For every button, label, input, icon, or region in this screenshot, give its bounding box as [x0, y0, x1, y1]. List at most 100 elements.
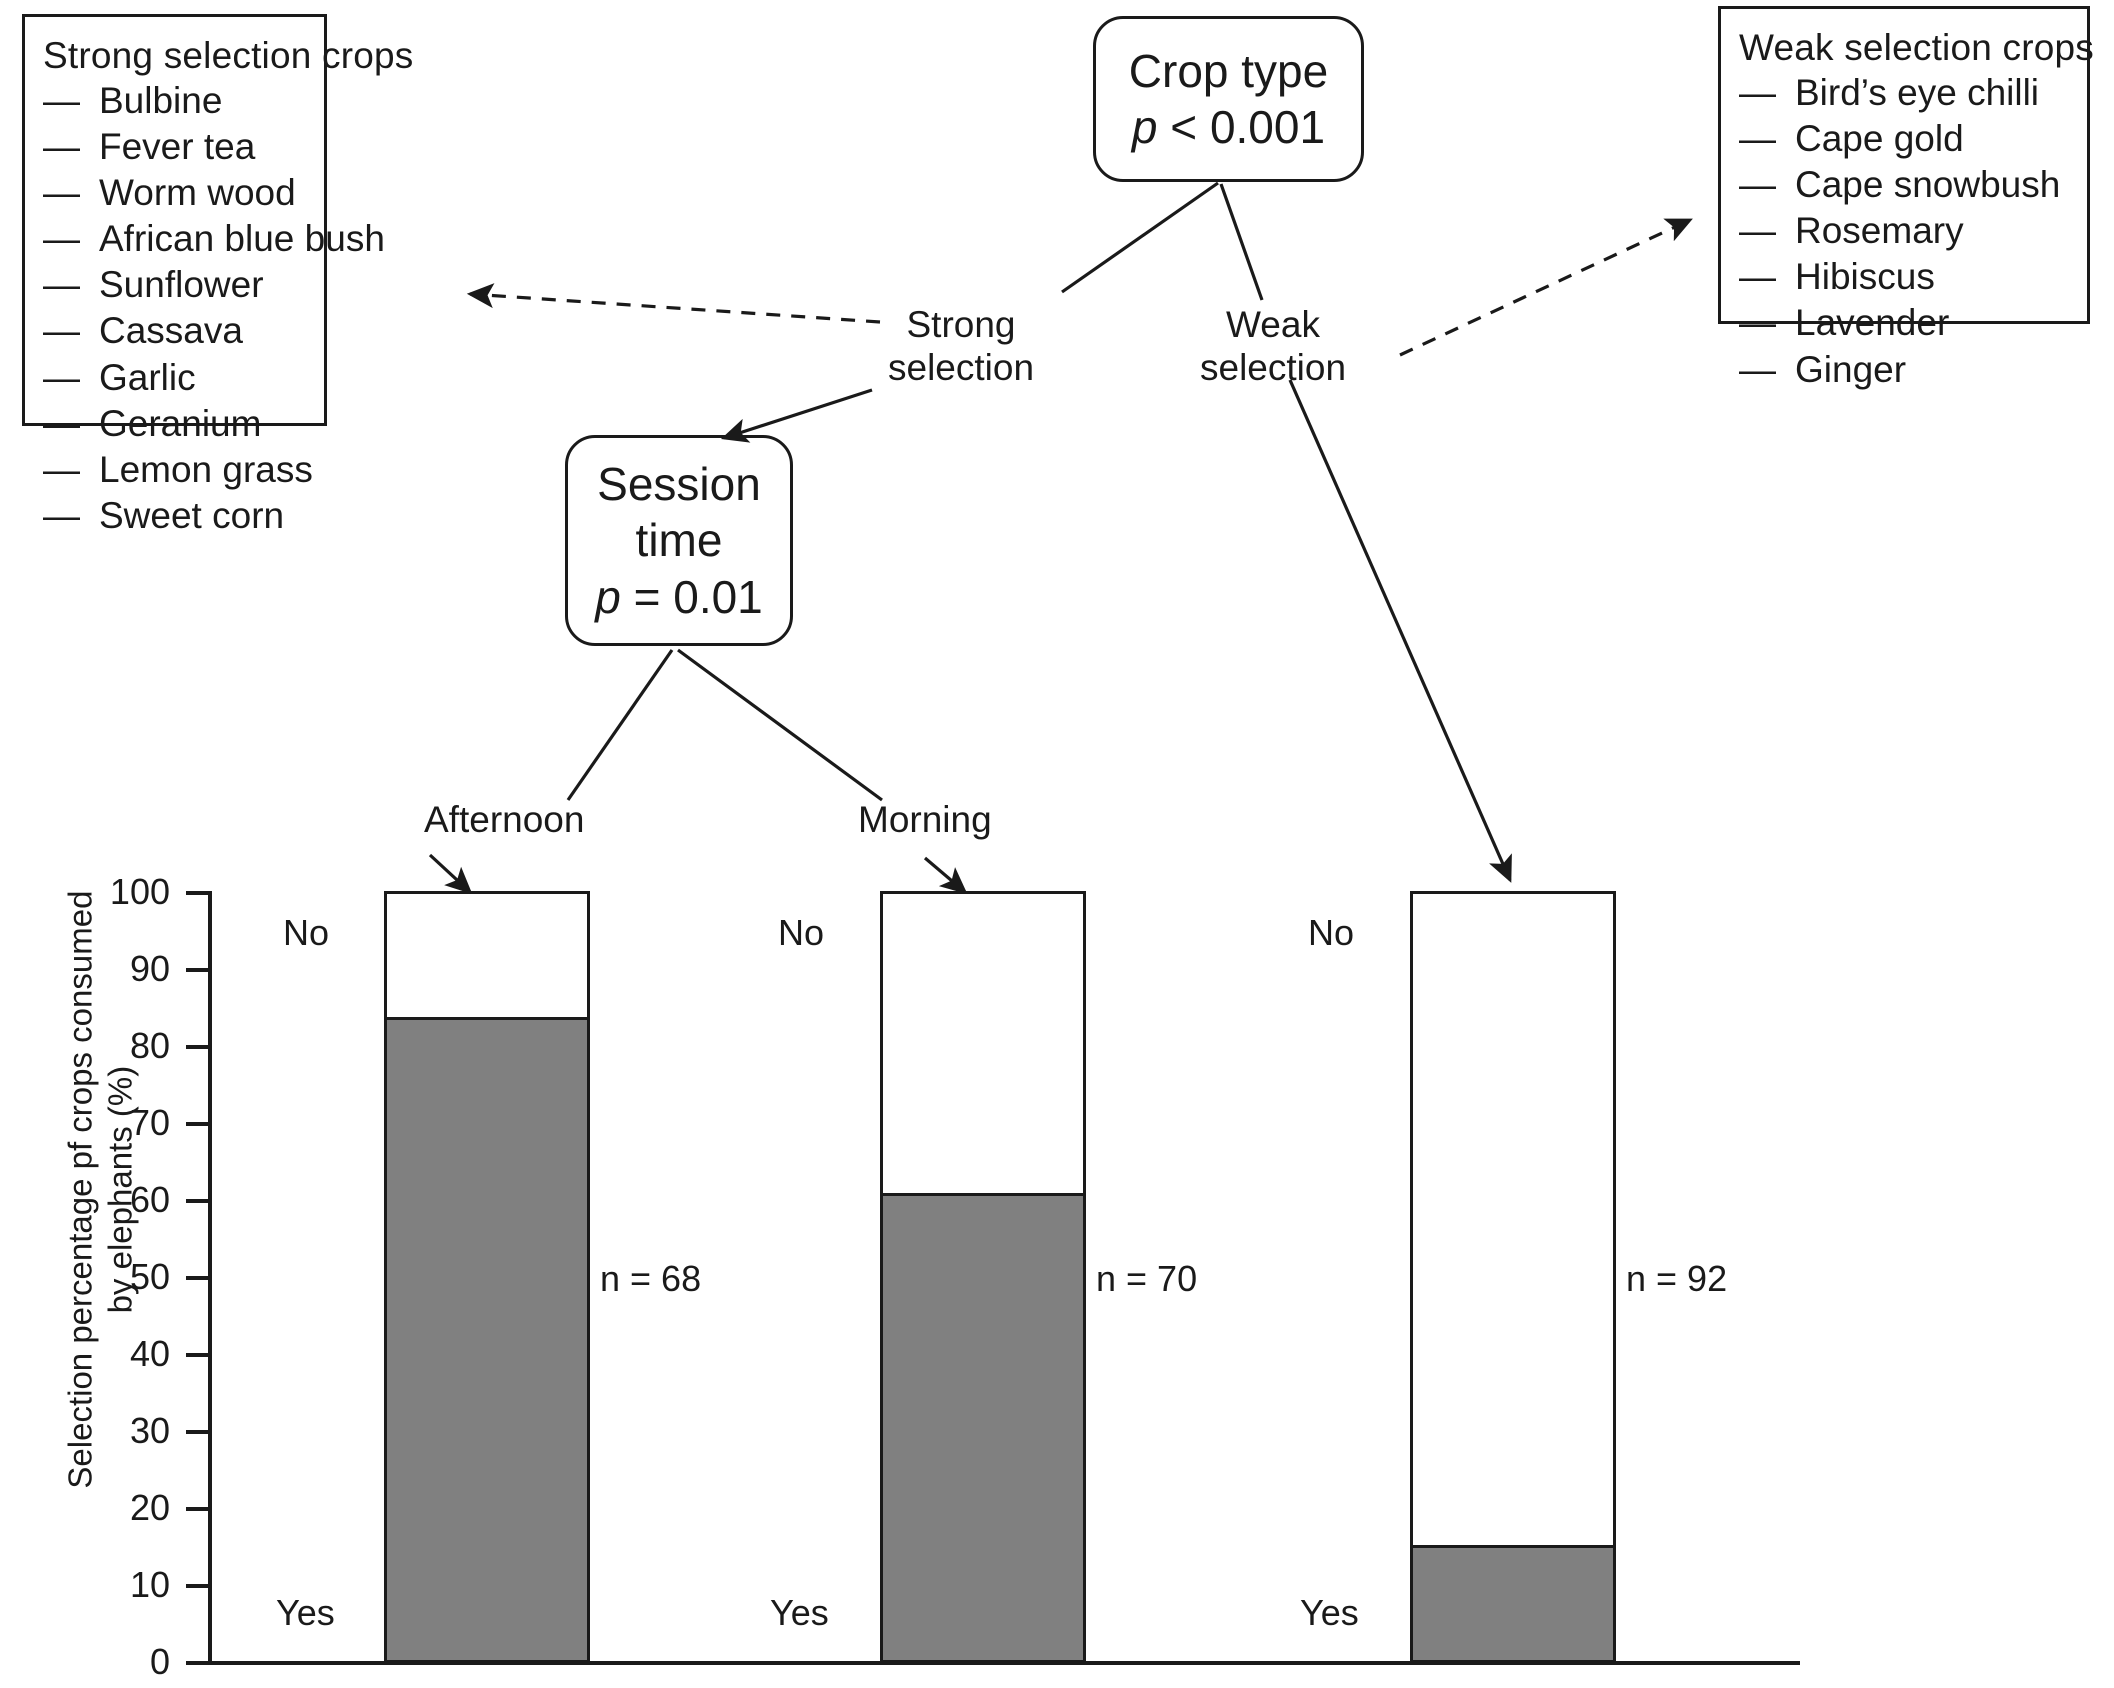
bar-weak-selection-yes-label: Yes	[1300, 1592, 1359, 1633]
dash-bullet-icon: —	[1739, 72, 1776, 114]
node-session-time: Session time p = 0.01	[565, 435, 793, 646]
dash-bullet-icon: —	[1739, 164, 1776, 206]
y-tick-label: 70	[129, 1102, 170, 1143]
dash-bullet-icon: —	[1739, 256, 1776, 298]
p-value-text: = 0.01	[620, 570, 763, 623]
dash-bullet-icon: —	[43, 356, 80, 398]
strong-selection-crops-list: — Bulbine — Fever tea — Worm wood — African …	[43, 78, 385, 539]
list-item: — Fever tea	[43, 124, 306, 170]
list-item: — Cape snowbush	[1739, 162, 2069, 208]
list-item: — Garlic	[43, 355, 306, 401]
list-item: — Lemon grass	[43, 447, 313, 493]
bar-afternoon-yes-label: Yes	[276, 1592, 335, 1633]
edge-label-strong-selection-line1: Strong	[906, 304, 1016, 345]
crop-name: Sunflower	[99, 264, 264, 306]
bar-morning-n-label: n = 70	[1096, 1258, 1198, 1299]
dash-bullet-icon: —	[43, 80, 80, 122]
dash-bullet-icon: —	[43, 218, 80, 260]
dash-bullet-icon: —	[43, 448, 80, 490]
crop-name: Cassava	[99, 310, 243, 352]
edge-label-strong-selection: Strong selection	[888, 303, 1034, 390]
list-item: — Cape gold	[1739, 116, 2069, 162]
list-item: — Worm wood	[43, 170, 306, 216]
y-tick-label: 50	[129, 1256, 170, 1297]
list-item: — Rosemary	[1739, 208, 2069, 254]
bar-afternoon-yes-segment	[387, 1016, 587, 1660]
edge-label-strong-selection-line2: selection	[888, 347, 1035, 389]
dash-bullet-icon: —	[43, 126, 80, 168]
p-symbol: p	[595, 570, 621, 623]
edge-label-morning: Morning	[858, 799, 992, 840]
y-tick-label: 20	[129, 1487, 170, 1528]
crop-name: Cape snowbush	[1795, 164, 2061, 206]
crop-name: Rosemary	[1795, 210, 1964, 252]
node-session-time-label-1: Session	[597, 458, 761, 511]
y-tick-label: 80	[129, 1025, 170, 1066]
dash-bullet-icon: —	[43, 172, 80, 214]
bar-morning-yes-label: Yes	[770, 1592, 829, 1633]
crop-name: Sweet corn	[99, 494, 285, 536]
dash-bullet-icon: —	[1739, 210, 1776, 252]
y-tick-label: 40	[129, 1333, 170, 1374]
weak-selection-crops-title: Weak selection crops	[1739, 27, 2094, 68]
node-crop-type-pvalue: p < 0.001	[1132, 99, 1325, 155]
list-item: — African blue bush	[43, 216, 385, 262]
crop-name: Garlic	[99, 356, 196, 398]
crop-name: Lemon grass	[99, 448, 313, 490]
list-item: — Sunflower	[43, 262, 306, 308]
list-item: — Bulbine	[43, 78, 306, 124]
crop-name: Bird’s eye chilli	[1795, 72, 2040, 114]
list-item: — Geranium	[43, 401, 306, 447]
bar-weak-selection-no-label: No	[1308, 912, 1355, 953]
p-value-text: < 0.001	[1157, 101, 1326, 153]
y-tick-label: 90	[129, 948, 170, 989]
list-item: — Hibiscus	[1739, 254, 2069, 300]
bar-morning-no-label: No	[778, 912, 825, 953]
bar-weak-selection-n-label: n = 92	[1626, 1258, 1728, 1299]
crop-name: Lavender	[1795, 302, 1950, 344]
node-crop-type-label: Crop type	[1128, 44, 1329, 97]
crop-name: African blue bush	[99, 218, 385, 260]
y-tick-label: 60	[129, 1179, 170, 1220]
bar-afternoon-no-label: No	[283, 912, 330, 953]
bar-weak-selection	[1410, 891, 1616, 1663]
node-session-time-pvalue: p = 0.01	[595, 569, 763, 625]
dash-bullet-icon: —	[43, 402, 80, 444]
bar-afternoon	[384, 891, 590, 1663]
crop-name: Geranium	[99, 402, 262, 444]
y-tick-label: 0	[149, 1641, 170, 1682]
crop-name: Hibiscus	[1795, 256, 1935, 298]
dash-bullet-icon: —	[1739, 348, 1776, 390]
crop-name: Bulbine	[99, 80, 223, 122]
node-session-time-label-2: time	[635, 514, 723, 567]
weak-selection-crops-list: — Bird’s eye chilli — Cape gold — Cape snow…	[1739, 70, 2069, 392]
crop-name: Ginger	[1795, 348, 1907, 390]
list-item: — Cassava	[43, 308, 306, 354]
list-item: — Bird’s eye chilli	[1739, 70, 2069, 116]
bar-weak-selection-yes-segment	[1413, 1545, 1613, 1660]
node-crop-type: Crop type p < 0.001	[1093, 16, 1364, 182]
dash-bullet-icon: —	[43, 310, 80, 352]
bar-afternoon-n-label: n = 68	[600, 1258, 702, 1299]
strong-selection-crops-box: Strong selection crops —Bulbine —Fever t…	[22, 14, 413, 536]
p-symbol: p	[1131, 101, 1158, 153]
y-tick-label: 10	[129, 1564, 170, 1605]
crop-name: Worm wood	[99, 172, 296, 214]
crop-name: Cape gold	[1795, 118, 1964, 160]
dash-bullet-icon: —	[43, 264, 80, 306]
bar-morning-yes-segment	[883, 1192, 1083, 1660]
dash-bullet-icon: —	[1739, 302, 1776, 344]
edge-label-weak-selection-line1: Weak	[1226, 304, 1320, 345]
y-tick-label: 30	[129, 1410, 170, 1451]
dash-bullet-icon: —	[43, 494, 80, 536]
list-item: — Lavender	[1739, 300, 2069, 346]
list-item: — Sweet corn	[43, 493, 306, 539]
y-tick-label: 100	[109, 871, 170, 912]
bar-morning	[880, 891, 1086, 1663]
crop-name: Fever tea	[99, 126, 256, 168]
dash-bullet-icon: —	[1739, 118, 1776, 160]
weak-selection-crops-box: Weak selection crops — Bird’s eye chilli …	[1718, 6, 2094, 390]
edge-label-afternoon: Afternoon	[424, 799, 585, 840]
